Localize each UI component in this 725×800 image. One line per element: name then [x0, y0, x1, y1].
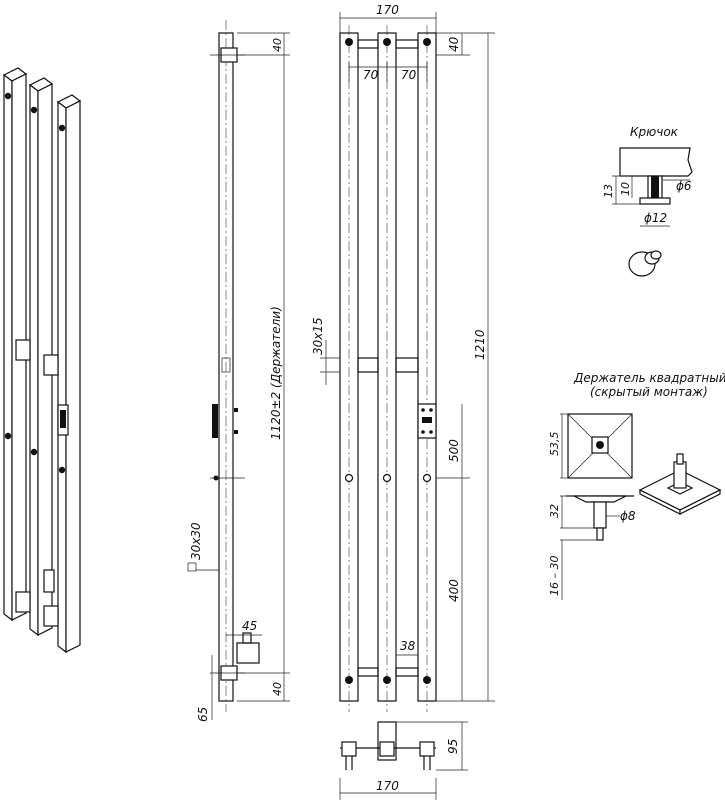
- dim-offset-65: 65: [196, 707, 210, 722]
- dim-section: 30x15: [311, 317, 325, 355]
- side-view: [187, 20, 290, 720]
- dim-offset-45: 45: [242, 619, 257, 633]
- isometric-view: [2, 67, 82, 654]
- dim-gap-left: 70: [363, 68, 379, 82]
- dim-h-500: 500: [447, 439, 461, 462]
- hook-d12: ϕ12: [644, 211, 667, 225]
- holder-w535: 53,5: [548, 432, 561, 457]
- dim-h-38: 38: [400, 639, 416, 653]
- dim-h-400: 400: [447, 579, 461, 602]
- dim-gap-right: 70: [401, 68, 417, 82]
- front-view: [320, 12, 495, 712]
- holder-title-line1: Держатель квадратный: [573, 371, 725, 385]
- holder-h32: 32: [548, 504, 561, 518]
- dim-depth-95: 95: [446, 739, 460, 754]
- hook-d6: ϕ6: [676, 179, 692, 193]
- dimension-labels: 170 70 70 40 40 1120±2 (Держатели) 30x15…: [189, 3, 487, 793]
- holder-d8: ϕ8: [620, 509, 636, 523]
- hook-title: Крючок: [630, 125, 679, 139]
- hook-detail: [612, 147, 693, 277]
- dim-height-total: 1210: [473, 329, 487, 360]
- dim-profile: 30x30: [189, 522, 203, 560]
- holder-range: 16 – 30: [548, 556, 561, 597]
- dim-top-40: 40: [447, 36, 461, 52]
- holder-labels: Держатель квадратный (скрытый монтаж) 53…: [548, 371, 725, 596]
- dim-width-top: 170: [376, 3, 399, 17]
- bottom-view: [339, 721, 468, 800]
- hook-h13: 13: [602, 184, 615, 198]
- dim-side-bottom-40: 40: [271, 682, 284, 696]
- hook-labels: Крючок 13 10 ϕ6 ϕ12: [602, 125, 692, 225]
- dim-holder-span: 1120±2 (Держатели): [269, 306, 283, 440]
- dim-side-top-40: 40: [271, 38, 284, 52]
- dim-width-bottom: 170: [376, 779, 399, 793]
- holder-detail: [560, 413, 722, 600]
- holder-title-line2: (скрытый монтаж): [590, 385, 708, 399]
- hook-h10: 10: [619, 182, 632, 196]
